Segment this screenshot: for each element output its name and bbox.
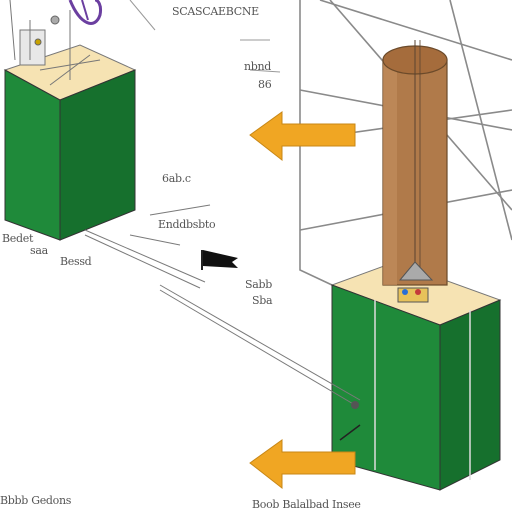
label-left-mid: 6ab.c — [162, 172, 191, 185]
label-mid-center: Enddbsbto — [158, 218, 216, 231]
arrow-left-icon — [249, 439, 356, 490]
label-mid-lower: Sabb — [245, 278, 272, 291]
left-box — [3, 0, 137, 241]
flag-icon — [201, 250, 238, 270]
label-left-lower: Bessd — [60, 255, 92, 268]
label-right-upper2: 86 — [258, 78, 272, 91]
label-mid-lower2: Sba — [252, 294, 273, 307]
label-left-box: Bedet — [2, 232, 34, 245]
label-bottom-left: Bbbb Gedons — [0, 494, 72, 507]
connection-lines — [84, 204, 361, 406]
cylinder — [382, 40, 448, 303]
arrow-left-icon — [249, 111, 356, 162]
top-lines — [129, 0, 281, 73]
label-left-box2: saa — [30, 244, 48, 257]
label-top-center: SCASCAEBCNE — [172, 5, 259, 18]
label-bottom-right: Boob Balalbad Insee — [252, 498, 361, 511]
label-right-upper: nbnd — [244, 60, 272, 73]
